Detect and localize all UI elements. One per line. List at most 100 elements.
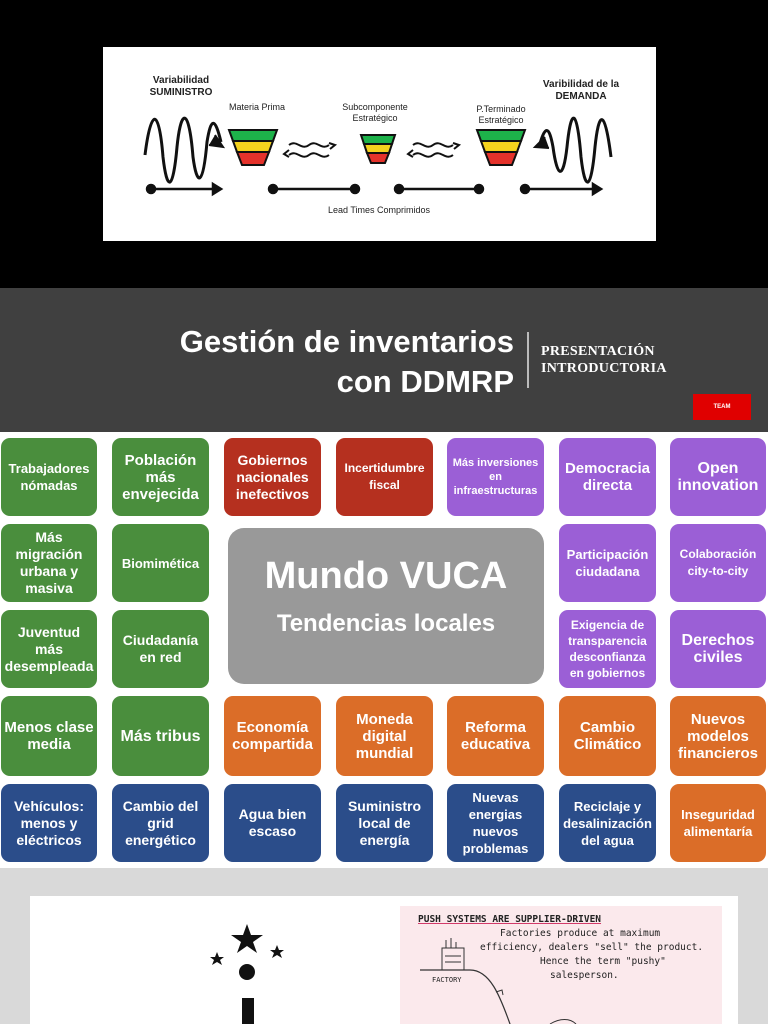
subtitle-line2: INTRODUCTORIA xyxy=(541,361,667,376)
finished-line2: Estratégico xyxy=(478,115,524,125)
trend-tile-label: Economía compartida xyxy=(232,719,313,753)
trend-tile: Agua bien escaso xyxy=(224,784,321,862)
trend-tile-label: Población más envejecida xyxy=(122,451,199,503)
demand-wave-icon xyxy=(537,116,613,184)
sketch-line3: Hence the term "pushy" xyxy=(540,956,666,967)
trend-tile: Nuevos modelos financieros xyxy=(670,696,766,776)
trend-tile-label: Inseguridad alimentaría xyxy=(681,807,755,839)
star-icon xyxy=(231,924,263,953)
trend-tile: Participación ciudadana xyxy=(559,524,656,602)
supply-label-line2: SUMINISTRO xyxy=(149,87,213,98)
trend-tile-label: Trabajadores nómadas xyxy=(8,461,90,493)
trend-tile-label: Derechos civiles xyxy=(681,632,755,666)
trend-tile: Menos clase media xyxy=(1,696,97,776)
trend-tile-label: Exigencia de transparencia desconfianza … xyxy=(568,618,647,680)
trend-tile-label: Open innovation xyxy=(677,460,759,494)
trend-tile-label: Menos clase media xyxy=(4,719,94,753)
trend-tile-label: Nuevas energias nuevos problemas xyxy=(462,790,529,856)
star-icon xyxy=(270,945,284,958)
trend-tile-label: Reforma educativa xyxy=(460,719,531,753)
supply-label-line1: Variabilidad xyxy=(152,75,210,86)
trend-tile: Exigencia de transparencia desconfianza … xyxy=(559,610,656,688)
sketch-line1: Factories produce at maximum xyxy=(500,928,661,939)
sketch-line4: salesperson. xyxy=(550,970,619,981)
trend-tile-label: Juventud más desempleada xyxy=(4,623,94,674)
mundo-vuca-center: Mundo VUCA Tendencias locales xyxy=(228,528,544,684)
person-head-icon xyxy=(239,964,255,980)
trend-tile-label: Democracia directa xyxy=(564,460,651,494)
trend-tile: Suministro local de energía xyxy=(336,784,433,862)
demand-variability-label: Varibilidad de la DEMANDA xyxy=(531,79,631,103)
demand-label-line1: Varibilidad de la xyxy=(542,79,620,90)
title-line1: Gestión de inventarios xyxy=(179,324,514,359)
supply-arrow-icon xyxy=(208,134,226,149)
trend-tile-label: Más tribus xyxy=(120,727,201,745)
trend-tile: Trabajadores nómadas xyxy=(1,438,97,516)
demand-label-line2: DEMANDA xyxy=(555,91,607,102)
trend-tile-label: Ciudadanía en red xyxy=(122,632,199,665)
trend-tile-label: Suministro local de energía xyxy=(347,797,422,848)
trend-tile-label: Más migración urbana y masiva xyxy=(15,529,83,596)
trend-tile-label: Incertidumbre fiscal xyxy=(344,461,425,492)
trend-tile: Juventud más desempleada xyxy=(1,610,97,688)
trend-tile-label: Agua bien escaso xyxy=(238,806,307,839)
title-slide: Gestión de inventarios con DDMRP PRESENT… xyxy=(0,288,768,432)
person-body-icon xyxy=(242,998,254,1024)
trend-tile: Colaboración city-to-city xyxy=(670,524,766,602)
trend-tile: Moneda digital mundial xyxy=(336,696,433,776)
trend-tile: Democracia directa xyxy=(559,438,656,516)
ddmrp-diagram-slide: Variabilidad SUMINISTRO Varibilidad de l… xyxy=(0,0,768,288)
trend-tile: Más tribus xyxy=(112,696,209,776)
trend-tile: Reforma educativa xyxy=(447,696,544,776)
supply-variability-label: Variabilidad SUMINISTRO xyxy=(133,75,229,99)
push-systems-card: PUSH SYSTEMS ARE SUPPLIER-DRIVEN Factori… xyxy=(30,896,738,1024)
trend-tile-label: Más inversiones en infraestructuras xyxy=(452,457,539,497)
trend-tile-label: Gobiernos nacionales inefectivos xyxy=(235,451,310,502)
trend-tile-label: Colaboración city-to-city xyxy=(679,547,757,578)
trend-tile: Open innovation xyxy=(670,438,766,516)
demand-arrow-icon xyxy=(532,136,550,149)
trend-tile: Población más envejecida xyxy=(112,438,209,516)
subcomponent-label: Subcomponente Estratégico xyxy=(335,102,415,124)
trend-tile: Economía compartida xyxy=(224,696,321,776)
diagram-graphics xyxy=(143,116,613,197)
presentation-subtitle: PRESENTACIÓN INTRODUCTORIA xyxy=(541,343,667,377)
vuca-title: Mundo VUCA xyxy=(264,555,508,597)
trend-tile-label: Participación ciudadana xyxy=(566,547,649,579)
subcomponent-line1: Subcomponente xyxy=(342,102,408,112)
subtitle-line1: PRESENTACIÓN xyxy=(541,344,655,359)
vuca-subtitle: Tendencias locales xyxy=(276,610,496,637)
push-systems-sketch: PUSH SYSTEMS ARE SUPPLIER-DRIVEN Factori… xyxy=(400,906,722,1024)
sketch-heading: PUSH SYSTEMS ARE SUPPLIER-DRIVEN xyxy=(418,914,602,925)
sketch-line2: efficiency, dealers "sell" the product. xyxy=(480,942,704,953)
factory-icon xyxy=(441,938,465,971)
finished-product-buffer-icon xyxy=(475,129,527,166)
trend-tile: Biomimética xyxy=(112,524,209,602)
supply-wave-icon xyxy=(143,116,223,184)
raw-material-label: Materia Prima xyxy=(228,102,285,112)
trend-tile: Nuevas energias nuevos problemas xyxy=(447,784,544,862)
trend-tile: Incertidumbre fiscal xyxy=(336,438,433,516)
trend-tile-label: Reciclaje y desalinización del agua xyxy=(563,798,652,848)
trend-tile-label: Cambio Climático xyxy=(573,719,642,753)
trend-tile: Derechos civiles xyxy=(670,610,766,688)
trend-tile: Cambio del grid energético xyxy=(112,784,209,862)
trend-tile-label: Biomimética xyxy=(121,555,200,571)
trend-tile: Más inversiones en infraestructuras xyxy=(447,438,544,516)
raw-material-buffer-icon xyxy=(227,129,279,166)
factory-slope-drawing xyxy=(420,938,577,1024)
trend-tile: Cambio Climático xyxy=(559,696,656,776)
trend-tile: Ciudadanía en red xyxy=(112,610,209,688)
trend-tile: Reciclaje y desalinización del agua xyxy=(559,784,656,862)
trend-tile: Más migración urbana y masiva xyxy=(1,524,97,602)
trend-tile-label: Cambio del grid energético xyxy=(122,797,199,848)
trend-tile-label: Vehículos: menos y eléctricos xyxy=(13,797,85,848)
lead-times-label: Lead Times Comprimidos xyxy=(327,205,431,215)
flow-squiggle-icon xyxy=(288,142,330,148)
trend-tile: Gobiernos nacionales inefectivos xyxy=(224,438,321,516)
push-systems-slide: PUSH SYSTEMS ARE SUPPLIER-DRIVEN Factori… xyxy=(0,868,768,1024)
finished-line1: P.Terminado xyxy=(476,104,526,114)
lead-time-arrows xyxy=(145,181,604,197)
person-stars-illustration xyxy=(210,924,284,1024)
star-icon xyxy=(210,952,224,965)
